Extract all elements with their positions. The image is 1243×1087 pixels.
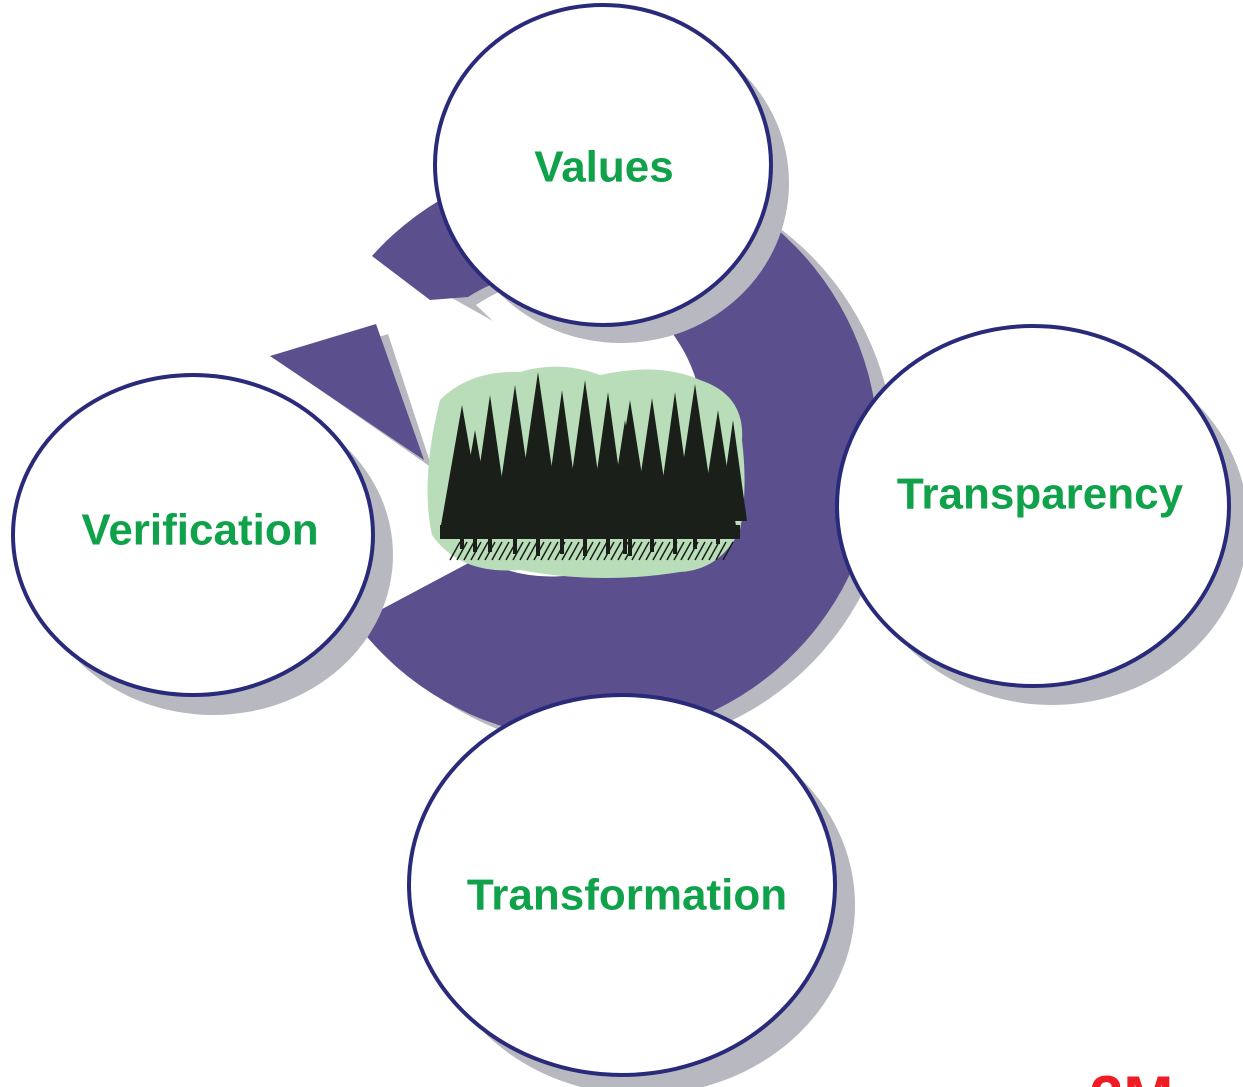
grass-stroke (582, 541, 594, 561)
grass-stroke (519, 541, 531, 561)
tree-trunk (536, 536, 540, 556)
grass-strokes (449, 541, 734, 561)
grass-stroke (568, 541, 580, 561)
node-label-values: Values (534, 143, 673, 192)
grass-stroke (456, 541, 468, 561)
grass-stroke (463, 541, 475, 561)
grass-stroke (540, 541, 552, 561)
tree-trunk (560, 534, 564, 554)
tree-shape (607, 420, 643, 536)
grass-stroke (652, 541, 664, 561)
grass-stroke (645, 541, 657, 561)
forest-illustration (427, 366, 747, 579)
grass-stroke (722, 541, 734, 561)
grass-stroke (575, 541, 587, 561)
forest-floor (440, 525, 740, 539)
grass-stroke (673, 541, 685, 561)
grass-stroke (547, 541, 559, 561)
grass-stroke (610, 541, 622, 561)
tree-trunk (473, 532, 477, 552)
node-label-transformation: Transformation (467, 871, 787, 920)
grass-stroke (701, 541, 713, 561)
grass-stroke (715, 541, 727, 561)
node-values: Values (433, 3, 789, 343)
grass-stroke (554, 541, 566, 561)
grass-stroke (708, 541, 720, 561)
grass-stroke (603, 541, 615, 561)
tree-trunk (628, 536, 632, 556)
tree-trunk (650, 532, 654, 552)
tree-trunk (583, 536, 587, 556)
grass-stroke (561, 541, 573, 561)
node-label-verification: Verification (81, 506, 318, 555)
node-group: Values Transparency Transformation Verif… (11, 3, 1243, 1087)
grass-stroke (498, 541, 510, 561)
grass-stroke (470, 541, 482, 561)
grass-stroke (687, 541, 699, 561)
tree-shape (719, 420, 747, 521)
grass-stroke (533, 541, 545, 561)
grass-stroke (526, 541, 538, 561)
grass-stroke (617, 541, 629, 561)
grass-stroke (631, 541, 643, 561)
grass-stroke (638, 541, 650, 561)
grass-stroke (512, 541, 524, 561)
grass-stroke (484, 541, 496, 561)
grass-stroke (596, 541, 608, 561)
tree-group (440, 372, 747, 556)
node-transformation: Transformation (407, 693, 855, 1087)
grass-stroke (449, 541, 461, 561)
grass-stroke (491, 541, 503, 561)
tree-trunk (606, 534, 610, 554)
grass-stroke (505, 541, 517, 561)
node-verification: Verification (11, 373, 393, 715)
grass-stroke (624, 541, 636, 561)
grass-stroke (694, 541, 706, 561)
grass-stroke (680, 541, 692, 561)
tree-trunk (623, 534, 627, 554)
grass-stroke (666, 541, 678, 561)
node-transparency: Transparency (835, 324, 1243, 705)
grass-stroke (589, 541, 601, 561)
grass-stroke (659, 541, 671, 561)
brand-logo: 3M (1090, 1064, 1173, 1087)
grass-stroke (477, 541, 489, 561)
tree-trunk (488, 532, 492, 552)
tree-trunk (673, 534, 677, 554)
arrow-head (270, 324, 424, 460)
node-label-transparency: Transparency (897, 470, 1184, 519)
tree-shape (457, 430, 493, 534)
circular-arrow-icon (270, 159, 879, 740)
